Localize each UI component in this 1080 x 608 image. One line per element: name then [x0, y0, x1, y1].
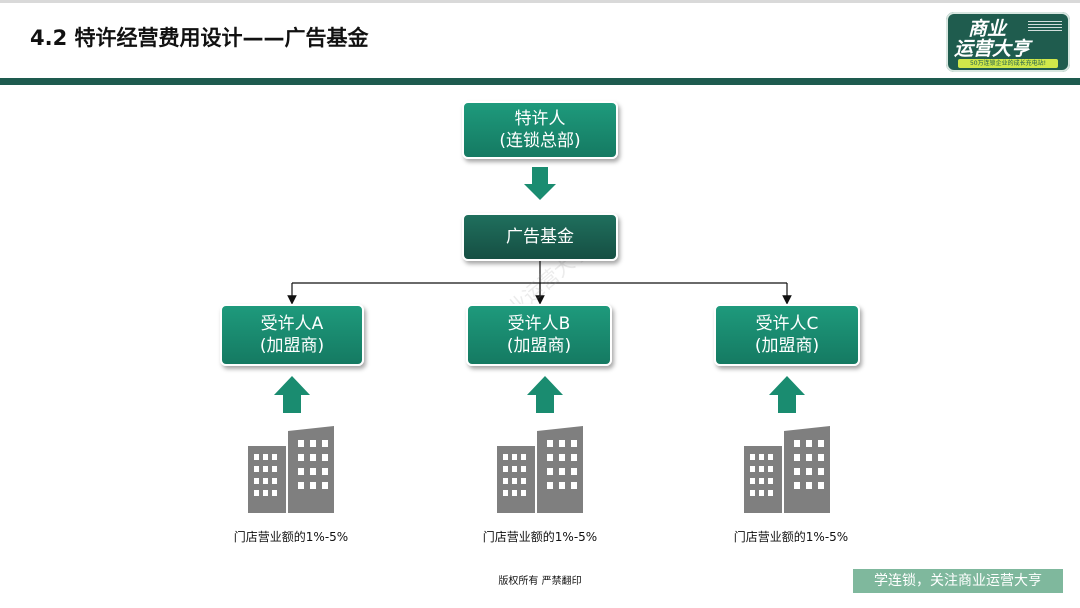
franchisee-subtitle: (加盟商) — [259, 336, 325, 356]
top-frame-line — [0, 0, 1080, 3]
up-arrow-icon — [274, 376, 310, 413]
logo-tagline: 50万连锁企业的成长充电站! — [958, 59, 1058, 68]
franchisor-name: 特许人 — [514, 109, 566, 129]
franchisee-box-a: 受许人A (加盟商) — [220, 304, 364, 366]
building-icon — [497, 426, 583, 513]
slogan-banner: 学连锁，关注商业运营大亨 — [853, 569, 1063, 593]
fee-caption: 门店营业额的1%-5% — [733, 530, 849, 544]
franchisee-box-b: 受许人B (加盟商) — [466, 304, 612, 366]
franchisee-name: 受许人B — [507, 314, 571, 334]
logo-text-line1: 商业 — [968, 18, 1007, 40]
franchisor-box: 特许人 (连锁总部) — [462, 101, 618, 159]
up-arrow-icon — [769, 376, 805, 413]
franchisee-name: 受许人C — [755, 314, 819, 334]
down-arrow-icon — [524, 167, 556, 200]
up-arrow-icon — [527, 376, 563, 413]
franchisee-subtitle: (加盟商) — [754, 336, 820, 356]
brand-logo: 商业 运营大亨 50万连锁企业的成长充电站! — [946, 12, 1070, 72]
ad-fund-label: 广告基金 — [506, 227, 574, 247]
fee-caption: 门店营业额的1%-5% — [482, 530, 598, 544]
building-icon — [744, 426, 830, 513]
logo-text-line2: 运营大亨 — [954, 38, 1031, 60]
fee-caption: 门店营业额的1%-5% — [233, 530, 349, 544]
franchisee-subtitle: (加盟商) — [506, 336, 572, 356]
copyright-notice: 版权所有 严禁翻印 — [498, 576, 582, 587]
page-title: 4.2 特许经营费用设计——广告基金 — [30, 26, 369, 50]
logo-stripes — [1028, 21, 1062, 31]
ad-fund-box: 广告基金 — [462, 213, 618, 261]
franchisor-subtitle: (连锁总部) — [499, 131, 581, 151]
franchisee-box-c: 受许人C (加盟商) — [714, 304, 860, 366]
building-icon — [248, 426, 334, 513]
title-divider-bar — [0, 78, 1080, 85]
franchisee-name: 受许人A — [260, 314, 324, 334]
fund-connectors — [287, 261, 792, 305]
